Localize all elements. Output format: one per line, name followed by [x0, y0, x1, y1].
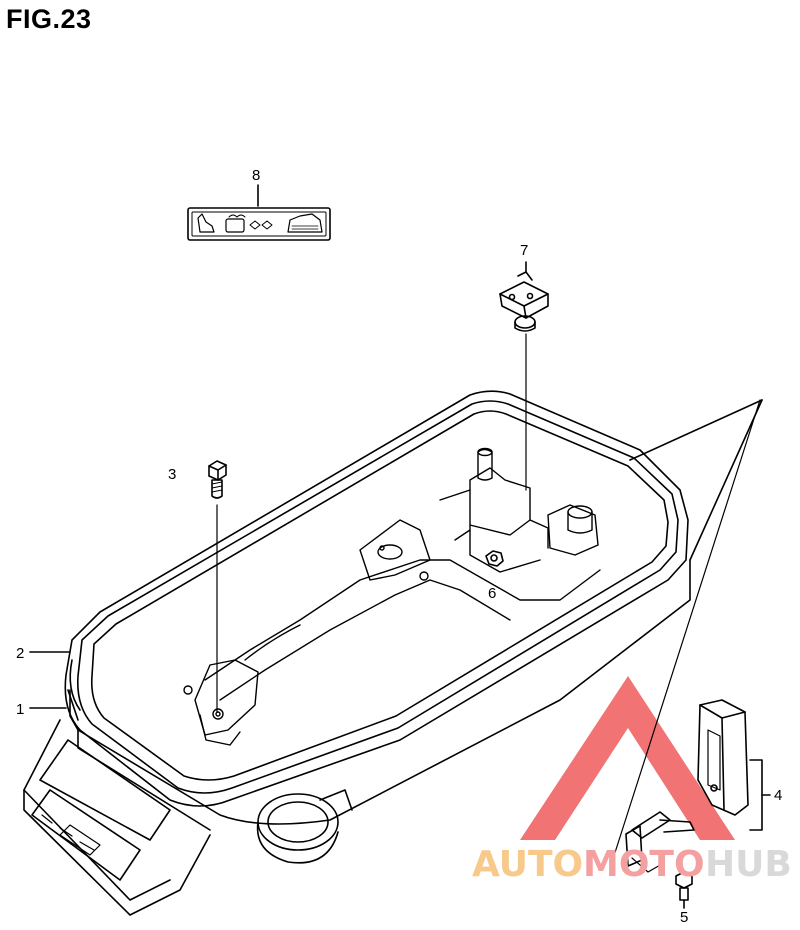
watermark-auto: AUTO: [472, 844, 583, 885]
callout-8: 8: [252, 167, 260, 184]
bolt-part-3: [208, 460, 227, 499]
watermark-moto: MOTO: [583, 844, 705, 885]
callout-2: 2: [16, 645, 24, 662]
seal-part-2: [64, 390, 689, 807]
callout-4: 4: [774, 787, 782, 804]
callout-3: 3: [168, 466, 176, 483]
callout-7: 7: [520, 242, 528, 259]
callout-labels: 8 7 3 6 2 1 4 5: [16, 167, 782, 926]
inner-bracket: [183, 447, 601, 746]
latch-part-4: [625, 699, 749, 867]
screw-part-5: [675, 871, 693, 901]
callout-5: 5: [680, 909, 688, 926]
label-plate-part-8: [187, 207, 331, 241]
watermark-text: AUTO MOTO HUB: [472, 844, 792, 885]
figure-title: FIG.23: [6, 4, 92, 34]
nut-part-6: [485, 550, 504, 567]
callout-1: 1: [16, 701, 24, 718]
lower-cover-part-1: [23, 399, 763, 916]
clip-part-7: [499, 271, 549, 332]
watermark-hub: HUB: [705, 844, 792, 885]
watermark-logo: [520, 676, 735, 840]
callout-6: 6: [488, 585, 496, 602]
